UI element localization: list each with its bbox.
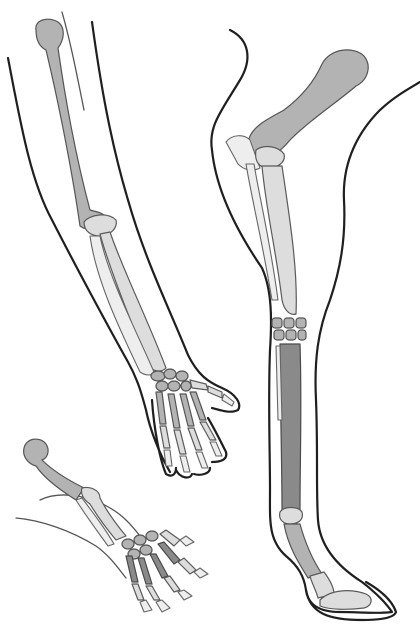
carpal-bone (176, 371, 188, 381)
human-fingers (156, 392, 222, 472)
human-carpals (151, 369, 191, 391)
cat-phalanx (178, 558, 196, 574)
finger-phalanx (174, 430, 186, 454)
finger-phalanx (200, 422, 216, 440)
thumb-distal-phalanx (222, 394, 234, 406)
carpal-bone (151, 371, 165, 381)
cat-carpal-bone (146, 531, 158, 541)
horse-humerus-bone (248, 50, 368, 158)
cat-claw (156, 600, 170, 612)
finger-phalanx (160, 426, 170, 448)
finger-distal-phalanx (164, 450, 172, 466)
cat-paw (16, 439, 208, 612)
horse-carpal-bone (298, 330, 306, 340)
cat-claw (140, 600, 152, 612)
cat-carpal-bone (122, 539, 134, 549)
horse-radius-head (256, 147, 285, 168)
thumb-metacarpal (190, 380, 208, 390)
horse-carpal-bone (286, 330, 296, 340)
cat-metacarpal (126, 556, 138, 582)
ulna-bone (90, 236, 154, 375)
horse-carpals (272, 318, 306, 340)
cat-metacarpal (138, 558, 152, 584)
horse-cannon-bone (280, 344, 301, 512)
cat-claw (178, 590, 192, 600)
cat-carpal-bone (134, 535, 146, 545)
cat-dewclaw (180, 536, 194, 546)
finger-phalanx (188, 428, 202, 450)
cat-metacarpal (158, 542, 180, 564)
elbow-joint (84, 215, 116, 236)
horse-fetlock (280, 508, 303, 525)
carpal-bone (168, 381, 180, 391)
horse-carpal-bone (274, 330, 284, 340)
finger-distal-phalanx (180, 456, 190, 472)
finger-metacarpal (190, 392, 206, 420)
human-arm-outline (8, 22, 239, 472)
finger-metacarpal (168, 394, 180, 428)
carpal-bone (156, 381, 168, 391)
horse-carpal-bone (296, 318, 306, 328)
finger-distal-phalanx (210, 442, 222, 456)
horse-carpal-bone (284, 318, 294, 328)
horse-carpal-bone (272, 318, 282, 328)
cat-radius-head (24, 439, 84, 500)
horse-leg (211, 30, 420, 620)
carpal-bone (181, 381, 191, 391)
cat-phalanx (132, 584, 144, 600)
human-arm (8, 12, 239, 477)
finger-distal-phalanx (196, 452, 208, 468)
horse-proximal-phalanx (284, 524, 322, 578)
finger-metacarpal (156, 392, 166, 424)
cat-phalanx (146, 586, 160, 600)
cat-phalanx (164, 576, 180, 592)
carpal-bone (164, 369, 176, 379)
cat-metacarpal (150, 554, 168, 578)
